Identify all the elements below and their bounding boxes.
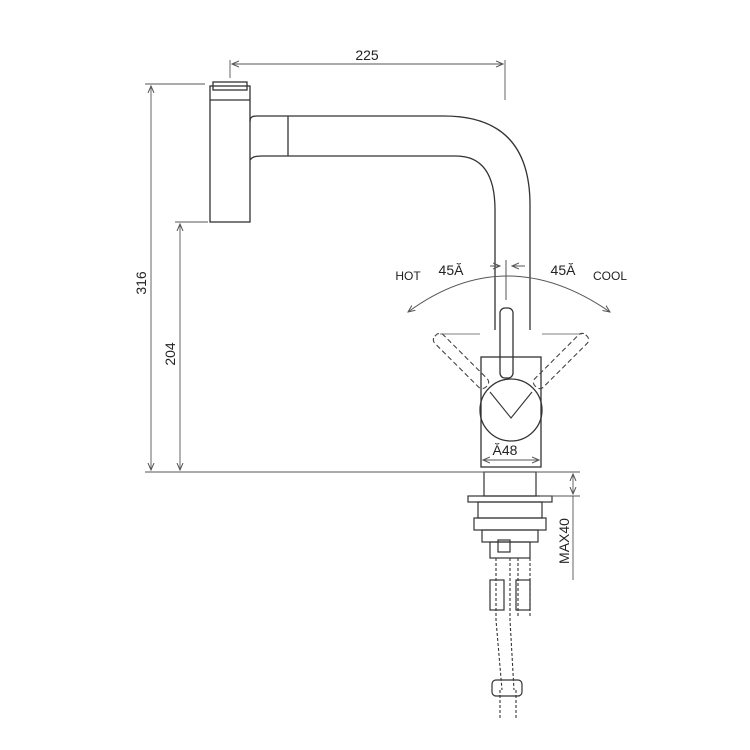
mounting-assembly	[467, 471, 553, 559]
spray-head	[209, 85, 251, 223]
body-cartridge	[479, 378, 543, 442]
cool-angle-label: 45Ă	[551, 262, 577, 278]
handle-swing-arc	[408, 275, 610, 312]
faucet-body	[480, 356, 542, 468]
cool-label: COOL	[593, 269, 627, 283]
hot-label: HOT	[395, 269, 421, 283]
handle-swing-positions	[432, 332, 590, 390]
max-thickness-label: MAX40	[556, 518, 572, 564]
spray-head-cap	[212, 81, 248, 91]
hot-angle-label: 45Ă	[439, 262, 465, 278]
total-width-label: 225	[355, 47, 379, 63]
spout-arm	[249, 115, 531, 330]
dimension-lines	[145, 60, 580, 580]
body-diameter-label: Ă48	[493, 442, 518, 458]
spout-height-label: 204	[162, 342, 178, 366]
spout-arm-inner	[249, 155, 496, 330]
handle-lever	[499, 307, 514, 379]
faucet-outline	[209, 81, 543, 468]
total-height-label: 316	[133, 271, 149, 295]
